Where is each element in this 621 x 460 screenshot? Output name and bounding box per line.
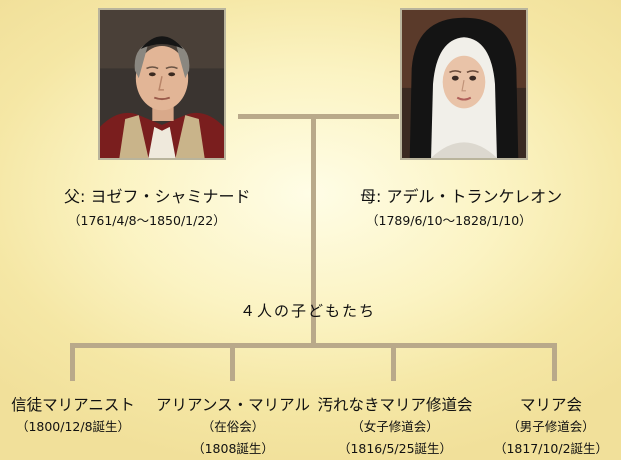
child-name: 信徒マリアニスト xyxy=(11,396,135,414)
child-name: 汚れなきマリア修道会 xyxy=(317,396,473,414)
child-branch-1 xyxy=(70,343,75,381)
mother-portrait xyxy=(400,8,528,160)
child-3: 汚れなきマリア修道会 （女子修道会） （1816/5/25誕生） xyxy=(316,394,474,460)
child-1: 信徒マリアニスト （1800/12/8誕生） xyxy=(2,394,144,438)
father-name: 父: ヨゼフ・シャミナード xyxy=(64,187,251,206)
child-detail: （1800/12/8誕生） xyxy=(15,419,131,434)
child-detail: （男子修道会） xyxy=(507,419,595,434)
children-label: ４人の子どもたち xyxy=(240,302,377,320)
child-branch-4 xyxy=(552,343,557,381)
child-branch-2 xyxy=(230,343,235,381)
child-detail: （1817/10/2誕生） xyxy=(493,441,609,456)
child-2: アリアンス・マリアル （在俗会） （1808誕生） xyxy=(156,394,310,460)
mother-dates: （1789/6/10〜1828/1/10） xyxy=(366,213,532,228)
children-bar xyxy=(70,343,557,348)
child-name: アリアンス・マリアル xyxy=(156,396,310,414)
trunk-line xyxy=(311,114,316,346)
mother-name: 母: アデル・トランケレオン xyxy=(360,187,563,206)
child-detail: （1808誕生） xyxy=(192,441,274,456)
child-detail: （女子修道会） xyxy=(351,419,439,434)
father-dates: （1761/4/8〜1850/1/22） xyxy=(68,213,226,228)
child-detail: （在俗会） xyxy=(201,419,265,434)
child-branch-3 xyxy=(391,343,396,381)
child-name: マリア会 xyxy=(519,396,582,414)
father-portrait xyxy=(98,8,226,160)
parents-connector xyxy=(238,114,399,119)
child-detail: （1816/5/25誕生） xyxy=(337,441,453,456)
child-4: マリア会 （男子修道会） （1817/10/2誕生） xyxy=(482,394,620,460)
